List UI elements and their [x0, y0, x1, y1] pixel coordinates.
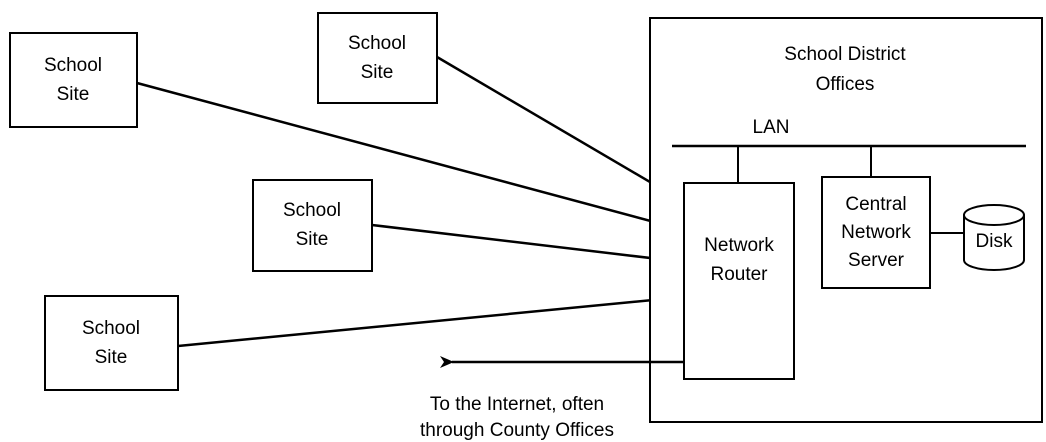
disk-icon	[963, 204, 1025, 271]
school-site-3-line2: Site	[296, 229, 329, 250]
school-site-box-2	[317, 12, 438, 104]
school-site-box-1	[9, 32, 138, 128]
link-site1-router	[136, 81, 685, 232]
router-label-line1: Network	[704, 235, 774, 256]
disk-label: Disk	[976, 231, 1013, 252]
network-router-box	[683, 182, 795, 380]
server-label-line3: Server	[848, 250, 905, 271]
school-site-2-line2: Site	[361, 62, 394, 83]
server-label-line1: Central	[845, 194, 906, 215]
link-site3-router	[371, 223, 685, 264]
school-site-4-line1: School	[82, 318, 140, 339]
district-title-line1: School District	[784, 44, 906, 65]
server-label-line2: Network	[841, 222, 911, 243]
school-site-1-line2: Site	[57, 84, 90, 105]
central-server-box	[821, 176, 931, 289]
school-site-box-3	[252, 179, 373, 272]
link-site2-router	[436, 55, 685, 204]
router-label-line2: Router	[710, 264, 768, 285]
internet-label-line1: To the Internet, often	[430, 394, 604, 415]
internet-label-line2: through County Offices	[420, 420, 614, 441]
link-site4-router	[177, 295, 685, 348]
school-site-1-line1: School	[44, 55, 102, 76]
lan-label: LAN	[753, 117, 790, 138]
school-site-box-4	[44, 295, 179, 391]
school-site-2-line1: School	[348, 33, 406, 54]
school-site-4-line2: Site	[95, 347, 128, 368]
district-title-line2: Offices	[816, 74, 875, 95]
school-site-3-line1: School	[283, 200, 341, 221]
